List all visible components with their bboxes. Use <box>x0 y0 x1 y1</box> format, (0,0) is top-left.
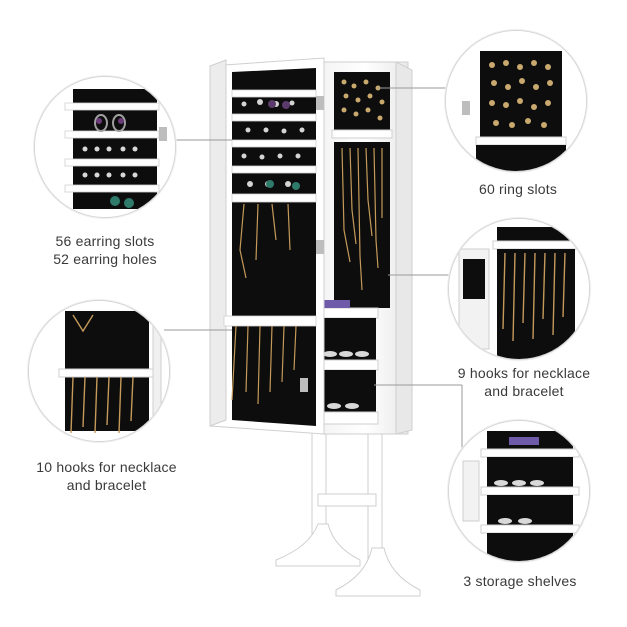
ring-tray-dots <box>341 79 385 121</box>
necklace-left-caption-line-1: 10 hooks for necklace <box>36 459 177 475</box>
cabinet-legs <box>275 429 421 597</box>
ring-caption: 60 ring slots <box>448 180 588 198</box>
door-necklace-strands <box>231 203 297 405</box>
necklace-left-caption: 10 hooks for necklace and bracelet <box>14 458 199 494</box>
earring-caption-line-1: 56 earring slots <box>55 233 155 249</box>
necklace-right-caption: 9 hooks for necklace and bracelet <box>434 364 614 400</box>
cabinet-door <box>209 57 325 435</box>
necklace-right-caption-line-2: and bracelet <box>484 383 564 399</box>
earring-rails <box>223 89 317 327</box>
shelves-caption: 3 storage shelves <box>440 572 600 590</box>
earring-caption-line-2: 52 earring holes <box>53 251 157 267</box>
ring-caption-line-1: 60 ring slots <box>478 181 558 197</box>
necklace-right-caption-line-1: 9 hooks for necklace <box>457 365 591 381</box>
shelves-closeup-circle <box>448 420 590 562</box>
shelves-caption-line-1: 3 storage shelves <box>463 573 577 589</box>
cabinet-body <box>311 61 413 435</box>
earring-caption: 56 earring slots 52 earring holes <box>20 232 190 268</box>
earring-dots <box>241 99 305 187</box>
door-hooks-closeup-circle <box>28 300 170 442</box>
earring-closeup-circle <box>34 76 176 218</box>
ring-closeup-circle <box>445 30 587 172</box>
necklace-left-caption-line-2: and bracelet <box>66 477 147 493</box>
necklace-strands <box>341 147 383 291</box>
cabinet-hooks-closeup-circle <box>448 218 590 360</box>
